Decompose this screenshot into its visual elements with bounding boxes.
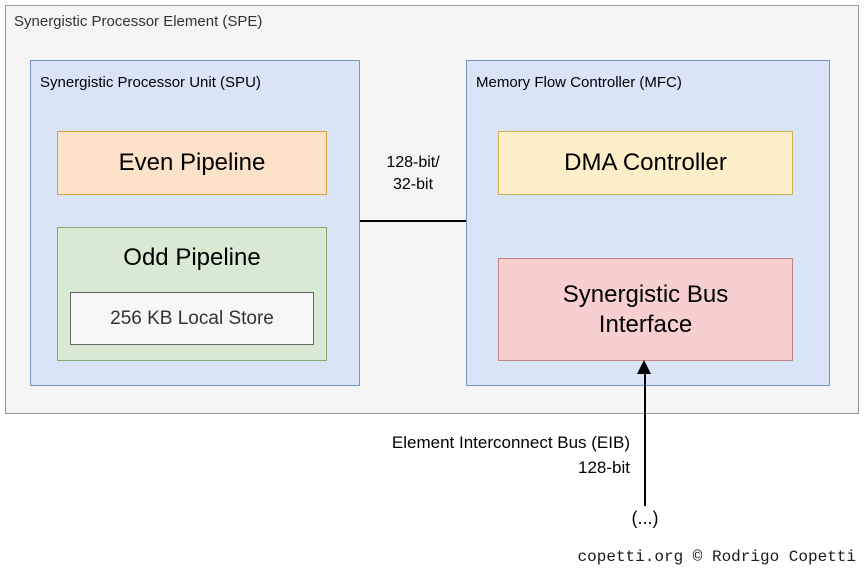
mfc-container-label: Memory Flow Controller (MFC) (476, 74, 682, 91)
dma-controller-block: DMA Controller (498, 131, 793, 195)
odd-pipeline-label: Odd Pipeline (123, 244, 261, 272)
eib-continuation-label: (...) (631, 508, 659, 528)
dma-controller-label: DMA Controller (564, 149, 727, 177)
local-store-block: 256 KB Local Store (70, 292, 314, 345)
eib-connector-label: Element Interconnect Bus (EIB) 128-bit (391, 433, 630, 477)
eib-connector-line (644, 372, 646, 506)
local-store-label: 256 KB Local Store (110, 307, 274, 329)
watermark-credit: copetti.org © Rodrigo Copetti (577, 548, 856, 566)
even-pipeline-block: Even Pipeline (57, 131, 327, 195)
spe-container-label: Synergistic Processor Element (SPE) (14, 13, 263, 30)
eib-arrowhead-icon (637, 360, 651, 374)
synergistic-bus-interface-block: Synergistic Bus Interface (498, 258, 793, 361)
spu-container-label: Synergistic Processor Unit (SPU) (40, 74, 261, 91)
synergistic-bus-interface-label: Synergistic Bus Interface (562, 281, 729, 338)
even-pipeline-label: Even Pipeline (118, 149, 266, 177)
spu-mfc-connector-label: 128-bit/ 32-bit (386, 154, 440, 193)
spu-mfc-connector-line (360, 220, 466, 222)
